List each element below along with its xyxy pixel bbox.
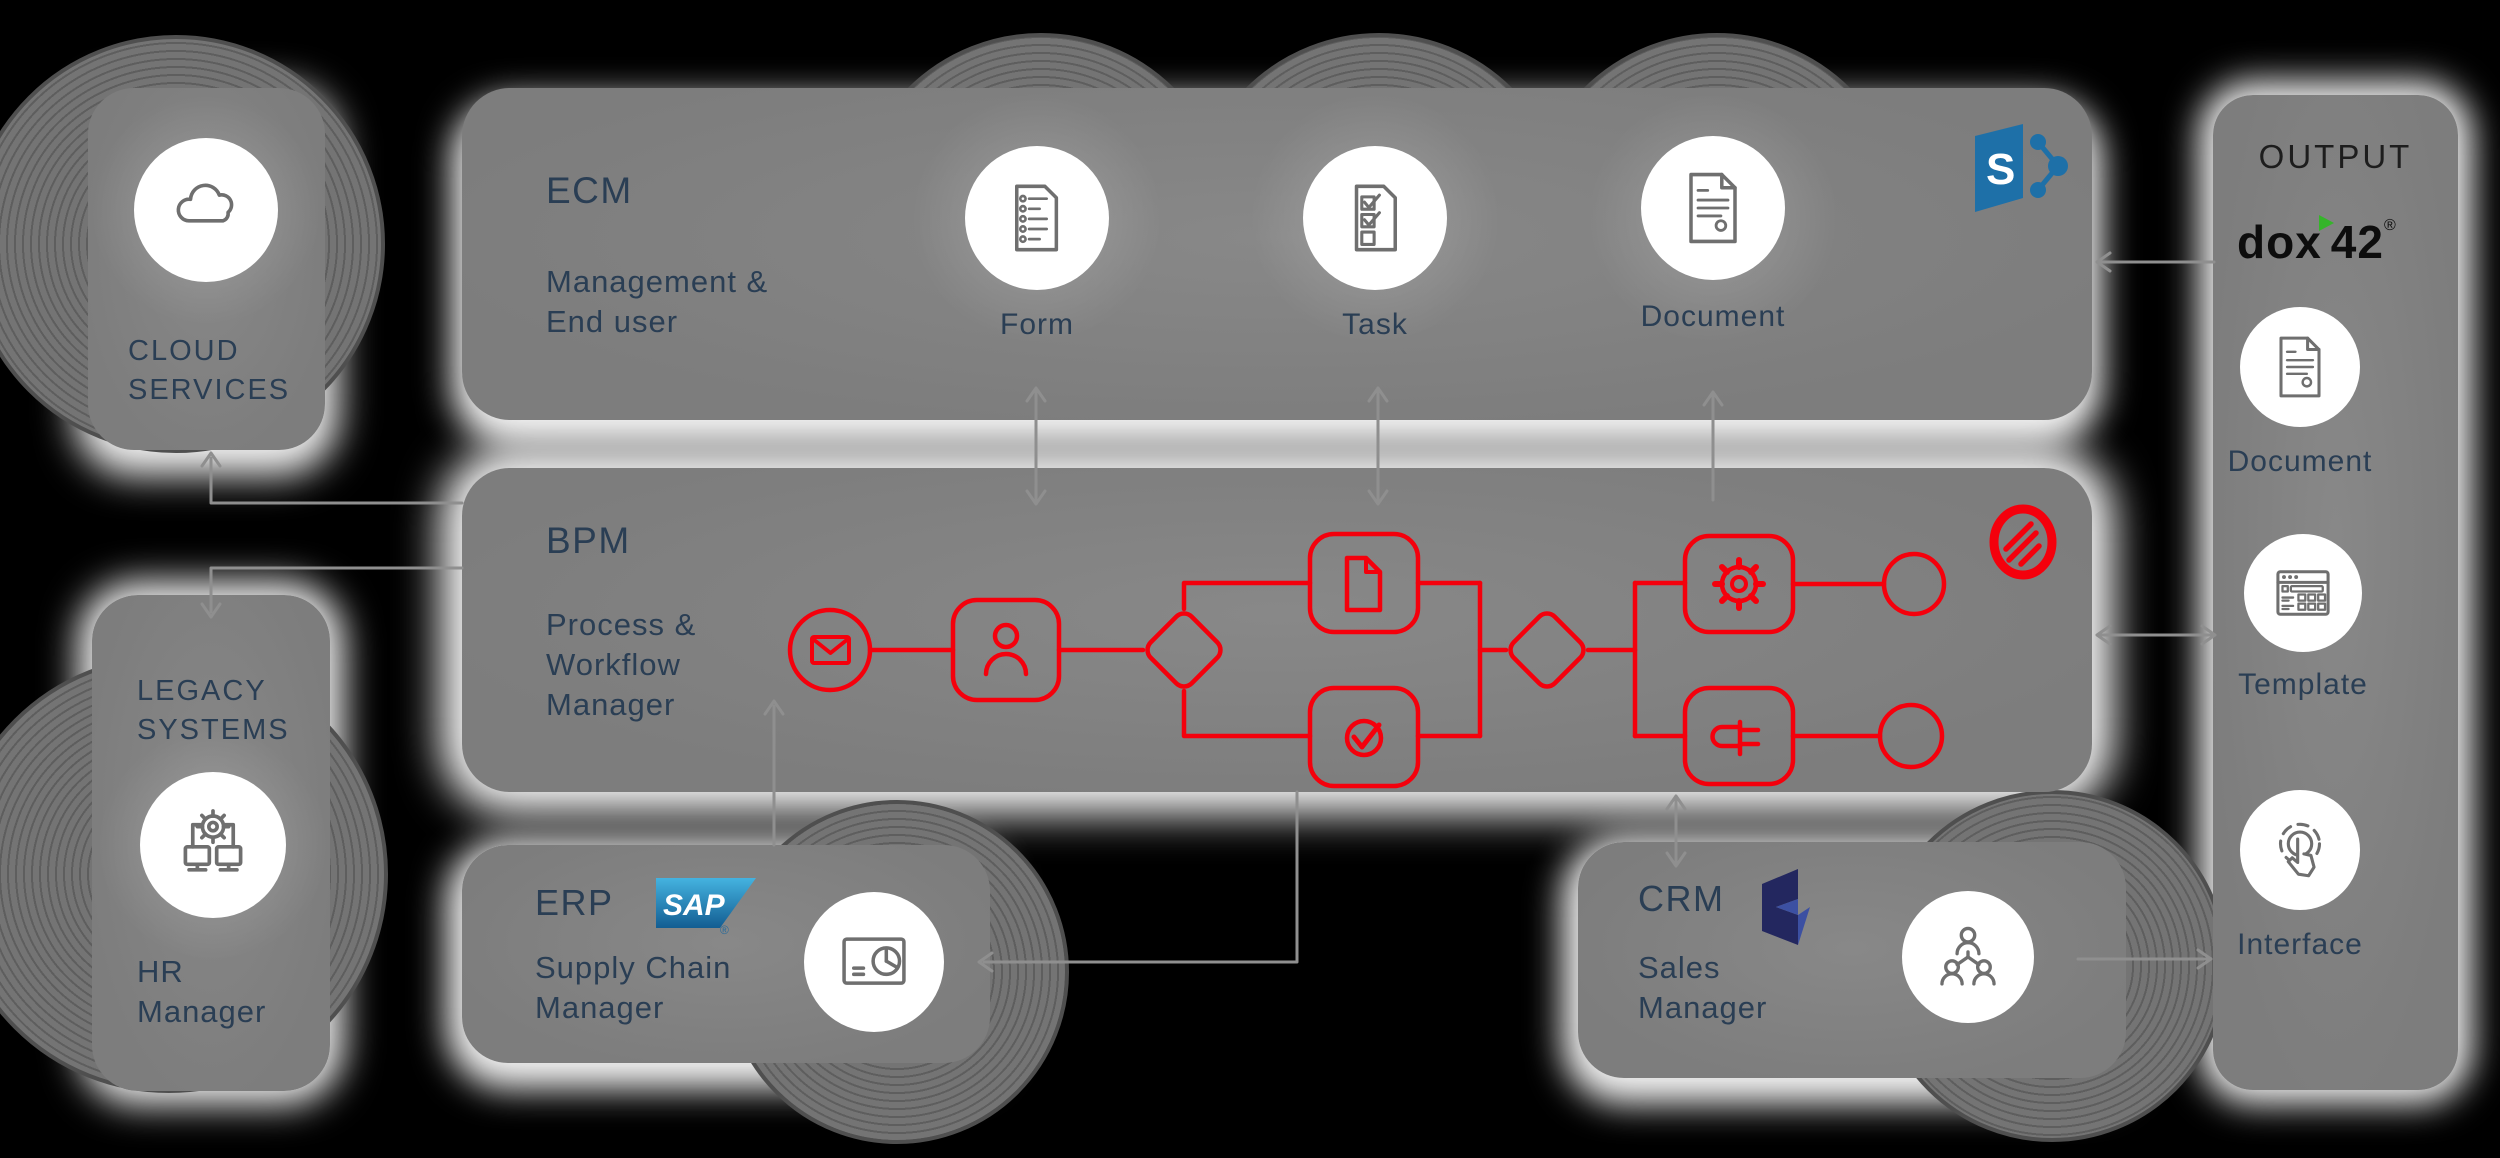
approve-task-icon (1307, 685, 1421, 789)
dynamics-logo (1758, 868, 1814, 952)
service-task-gear-icon (1682, 533, 1796, 635)
erp-subtitle: Supply Chain Manager (535, 950, 732, 1025)
cloud-title: CLOUD SERVICES (128, 335, 291, 406)
sap-logo: SAP ® (656, 878, 764, 936)
sharepoint-logo: S (1972, 122, 2097, 217)
crm-title: CRM (1638, 878, 1725, 919)
dox42-prefix: dox (2237, 216, 2322, 268)
legacy-role: HR Manager (137, 954, 267, 1029)
org-chart-icon (1940, 926, 1996, 986)
task-circle (1303, 146, 1447, 290)
document-icon (2279, 336, 2321, 398)
cloud-circle (134, 138, 278, 282)
template-icon (2276, 570, 2330, 616)
dox42-suffix: 42 (2330, 216, 2384, 268)
svg-text:®: ® (720, 923, 729, 936)
dox42-reg: ® (2383, 217, 2397, 234)
form-label: Form (1000, 308, 1074, 341)
ecm-document-circle (1641, 136, 1785, 280)
output-interface-label: Interface (2237, 928, 2363, 961)
start-event-mail-icon (787, 607, 873, 693)
form-circle (965, 146, 1109, 290)
form-icon (1015, 184, 1059, 252)
gear-monitors-icon (183, 809, 243, 872)
task-icon (1354, 184, 1397, 252)
document-task-icon (1307, 531, 1421, 635)
user-task-icon (950, 597, 1062, 703)
chart-board-icon (842, 937, 906, 985)
bpm-workflow (787, 504, 2057, 789)
legacy-circle (140, 772, 286, 918)
connectors (200, 251, 2217, 973)
erp-circle (804, 892, 944, 1032)
crm-subtitle: Sales Manager (1638, 950, 1768, 1025)
output-template-label: Template (2238, 668, 2368, 701)
integration-task-plug-icon (1682, 685, 1796, 787)
dox42-play-icon (2318, 215, 2334, 231)
touch-interface-icon (2278, 822, 2322, 878)
gateway-diamond (1145, 611, 1223, 689)
erp-title: ERP (535, 882, 614, 923)
task-label: Task (1342, 308, 1408, 341)
bpm-vendor-logo (1989, 504, 2057, 580)
cloud-icon (176, 183, 234, 223)
output-template-circle (2244, 534, 2362, 652)
ecm-box (462, 88, 2092, 420)
output-interface-circle (2240, 790, 2360, 910)
output-document-circle (2240, 307, 2360, 427)
crm-circle (1902, 891, 2034, 1023)
gateway-diamond-2 (1508, 611, 1586, 689)
ecm-document-label: Document (1640, 300, 1786, 333)
ecm-title: ECM (546, 170, 633, 211)
bpm-subtitle: Process & Workflow Manager (546, 607, 697, 722)
output-title: OUTPUT (2258, 138, 2413, 175)
legacy-title: LEGACY SYSTEMS (137, 675, 290, 746)
svg-text:S: S (1986, 145, 2015, 194)
svg-text:SAP: SAP (663, 889, 726, 922)
crm-box (1578, 842, 2126, 1078)
document-icon (1689, 172, 1737, 244)
output-document-label: Document (2227, 445, 2373, 478)
ecm-subtitle: Management & End user (546, 264, 769, 339)
bpm-title: BPM (546, 520, 631, 561)
